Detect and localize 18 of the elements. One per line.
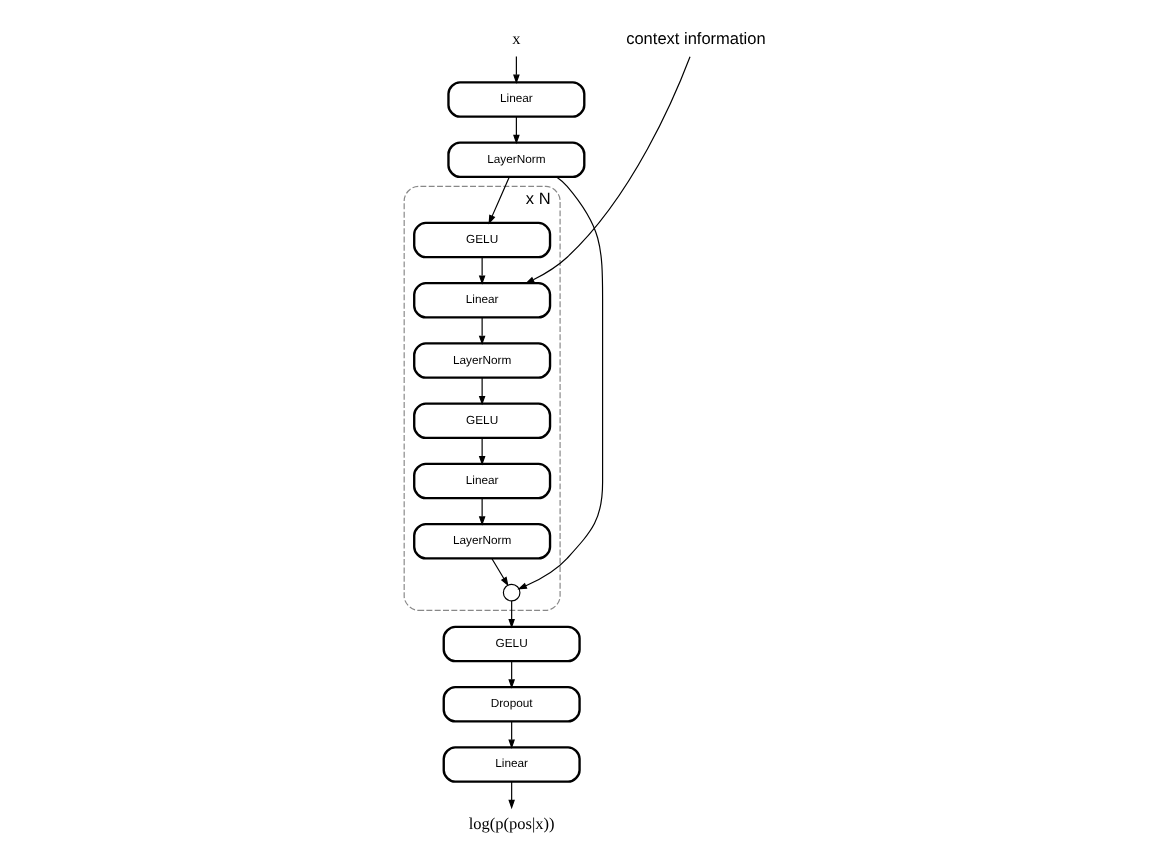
arrow xyxy=(508,781,515,810)
arrow xyxy=(478,377,486,406)
arrow xyxy=(513,116,520,145)
arrow xyxy=(478,497,486,526)
arrow xyxy=(478,437,486,466)
node-circle xyxy=(502,583,521,602)
arrow xyxy=(491,557,509,587)
arrow xyxy=(478,256,486,285)
arrow xyxy=(525,56,691,284)
arrow xyxy=(478,317,486,346)
node-text: x xyxy=(512,29,521,48)
arrow xyxy=(508,600,515,629)
arrow xyxy=(513,56,520,85)
arrow xyxy=(508,720,515,750)
cluster xyxy=(403,185,561,611)
node-text: log(p(pos|x)) xyxy=(468,815,555,834)
arrow xyxy=(488,176,510,225)
arrow xyxy=(508,660,515,689)
